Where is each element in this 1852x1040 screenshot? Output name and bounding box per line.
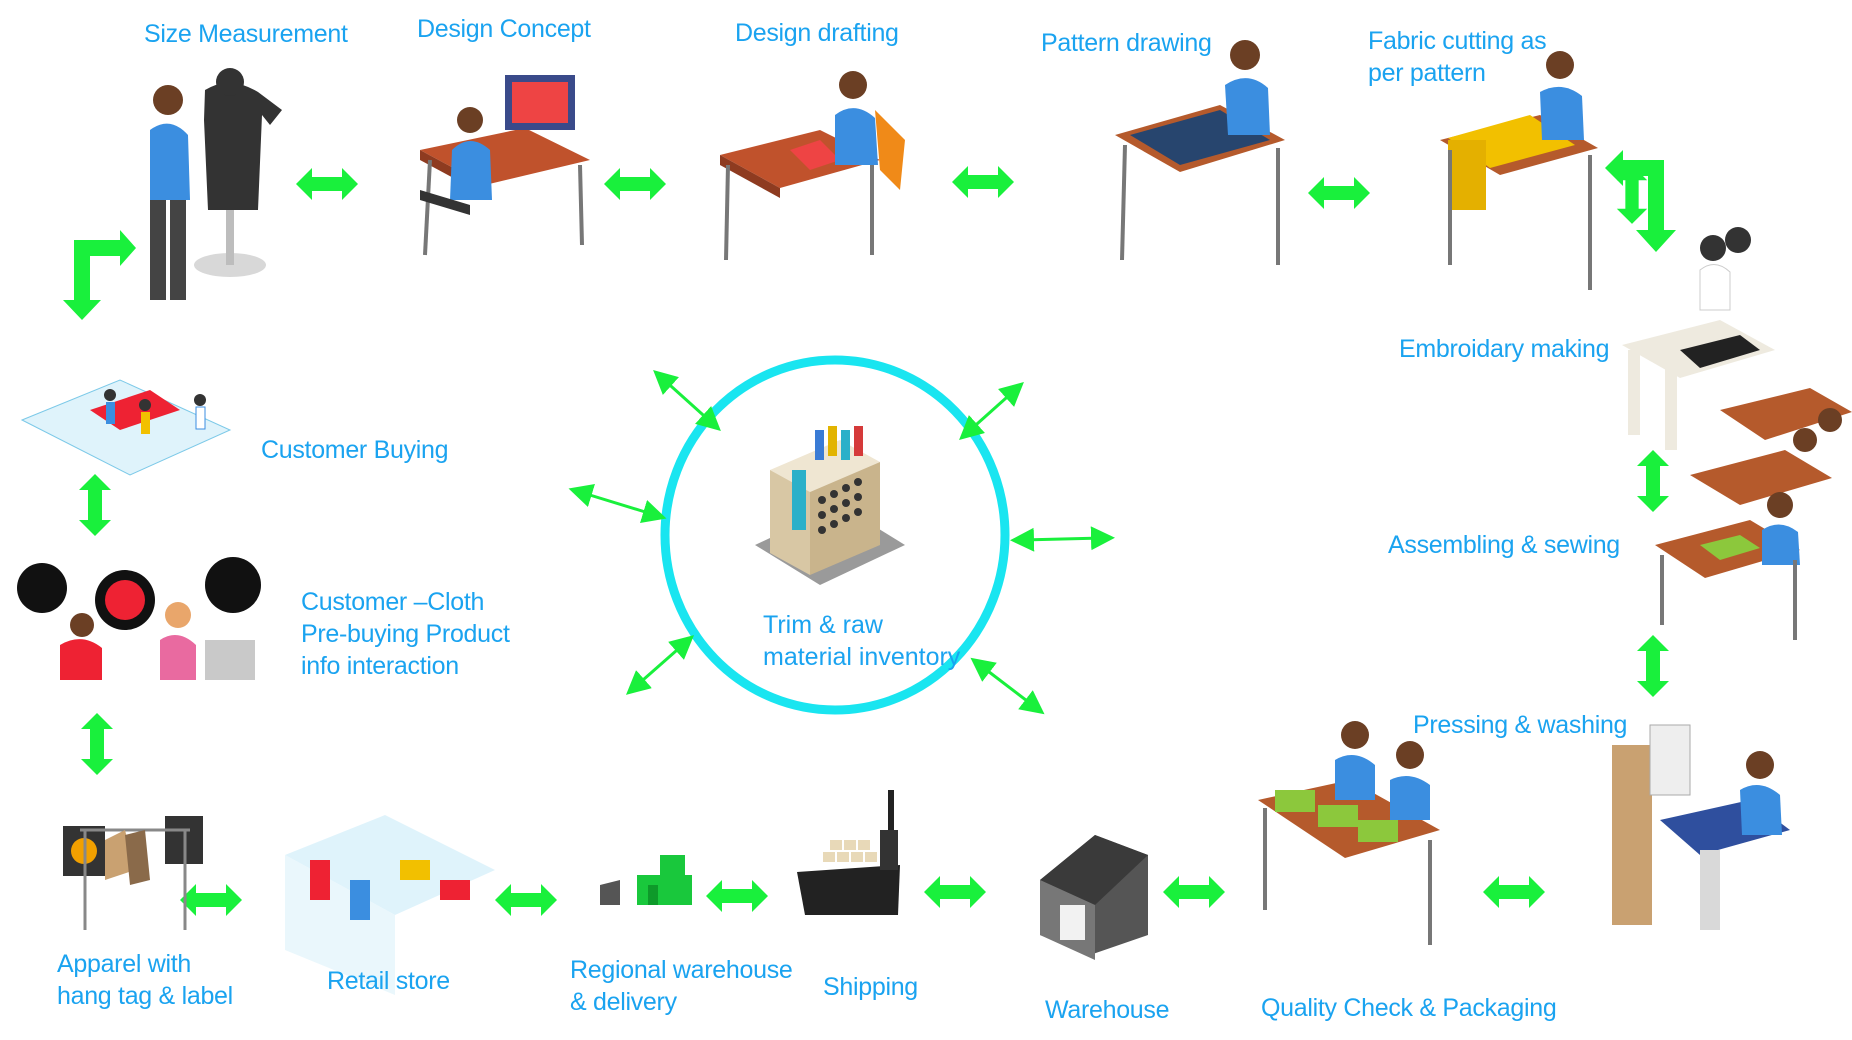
flow-arrow-15 <box>79 474 111 536</box>
label-regional-warehouse: Regional warehouse & delivery <box>570 956 793 1016</box>
flow-arrow-2 <box>604 168 666 200</box>
flow-arrow-10 <box>924 876 986 908</box>
flow-arrow-elbow-right <box>1605 150 1676 252</box>
flow-arrow-11 <box>706 880 768 912</box>
label-embroidery: Embroidary making <box>1399 335 1610 363</box>
size-measurement-illustration <box>150 68 282 300</box>
radial-arrow-nw <box>653 369 721 432</box>
inventory-label: Trim & raw material inventory <box>763 611 961 671</box>
label-pattern-drawing: Pattern drawing <box>1041 29 1212 57</box>
customer-interaction-illustration <box>17 557 261 680</box>
customer-buying-illustration <box>20 379 232 476</box>
pressing-illustration <box>1612 724 1790 930</box>
radial-arrow-sw <box>625 635 695 695</box>
radial-arrow-e <box>1010 526 1115 552</box>
warehouse-illustration <box>1040 835 1148 960</box>
label-quality-check: Quality Check & Packaging <box>1261 994 1557 1022</box>
flow-arrow-1 <box>296 168 358 200</box>
flow-arrows <box>63 150 1676 916</box>
label-apparel-tag: Apparel with hang tag & label <box>57 950 233 1010</box>
label-design-drafting: Design drafting <box>735 19 899 47</box>
inventory-hub: Trim & raw material inventory <box>568 355 1115 715</box>
regional-warehouse-illustration <box>600 855 692 905</box>
label-design-concept: Design Concept <box>417 15 591 43</box>
embroidery-machine-icon <box>755 426 905 585</box>
pattern-drawing-illustration <box>1115 40 1285 265</box>
label-customer-buying: Customer Buying <box>261 436 449 464</box>
flow-arrow-elbow-left <box>63 230 136 320</box>
flow-arrow-13 <box>180 884 242 916</box>
radial-arrow-ne <box>959 382 1024 440</box>
flow-arrow-8 <box>1483 876 1545 908</box>
flow-arrow-7 <box>1637 635 1669 697</box>
label-assembling: Assembling & sewing <box>1388 531 1620 559</box>
label-retail-store: Retail store <box>327 967 450 995</box>
embroidery-illustration <box>1622 227 1775 450</box>
label-fabric-cutting: Fabric cutting as per pattern <box>1368 27 1547 87</box>
quality-check-illustration <box>1258 721 1440 945</box>
label-size-measurement: Size Measurement <box>144 20 348 48</box>
apparel-tag-illustration <box>63 816 203 930</box>
flow-arrow-14 <box>81 713 113 775</box>
inventory-ring <box>660 355 1010 715</box>
ship-illustration <box>797 790 900 915</box>
inventory-label-line2: material inventory <box>763 643 961 671</box>
label-shipping: Shipping <box>823 973 918 1001</box>
flow-arrow-9 <box>1163 876 1225 908</box>
label-customer-interaction: Customer –Cloth Pre-buying Product info … <box>301 588 510 680</box>
inventory-label-line1: Trim & raw <box>763 611 884 639</box>
retail-store-illustration <box>285 815 495 995</box>
sewing-illustration <box>1655 388 1852 640</box>
flow-arrow-4 <box>1308 177 1370 209</box>
flow-arrow-6 <box>1637 450 1669 512</box>
label-warehouse: Warehouse <box>1045 996 1170 1024</box>
radial-arrow-w <box>568 484 667 523</box>
radial-arrow-se <box>970 657 1045 715</box>
flow-arrow-12 <box>495 884 557 916</box>
label-pressing: Pressing & washing <box>1413 711 1628 739</box>
radial-arrows <box>568 369 1115 715</box>
design-drafting-illustration <box>720 71 905 261</box>
fabric-cutting-illustration <box>1440 51 1598 290</box>
design-concept-illustration <box>420 75 590 256</box>
flow-arrow-3 <box>952 166 1014 198</box>
